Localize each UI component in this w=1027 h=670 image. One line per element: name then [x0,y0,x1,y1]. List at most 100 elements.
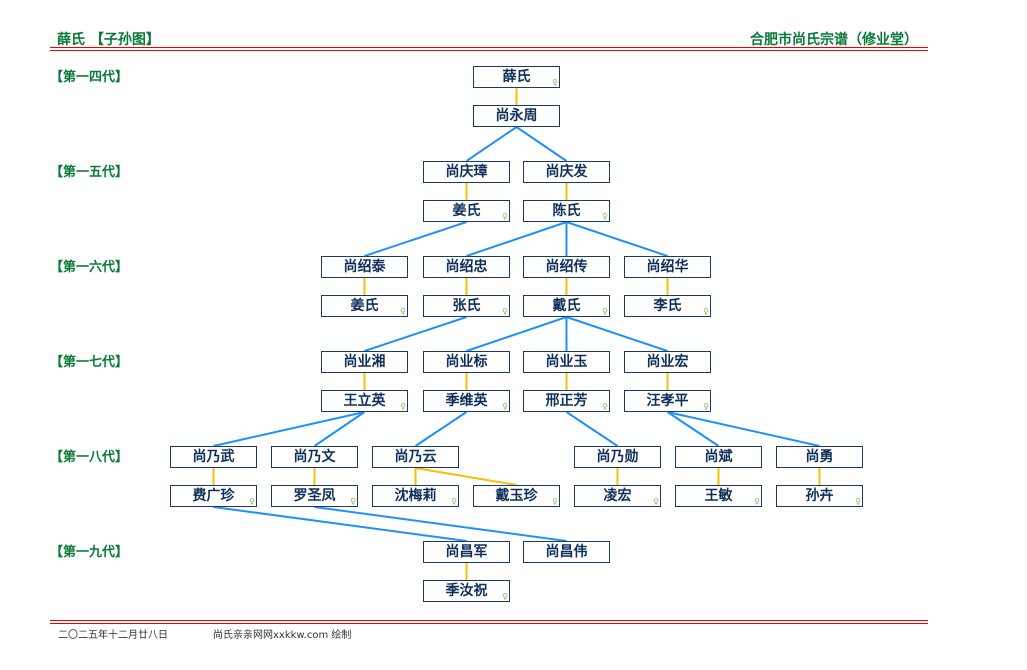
person-node[interactable]: 戴玉珍♀ [473,485,560,507]
person-node[interactable]: 罗圣凤♀ [271,485,358,507]
female-icon: ♀ [400,307,406,316]
child-connector [566,221,668,257]
person-name: 尚业宏 [646,354,689,370]
female-icon: ♀ [703,307,709,316]
person-name: 姜氏 [452,203,481,219]
child-connector [364,221,467,257]
female-icon: ♀ [502,402,508,411]
female-icon: ♀ [502,212,508,221]
child-connector [666,411,720,447]
person-node[interactable]: 薛氏♀ [473,66,560,88]
generation-label: 【第一五代】 [50,165,129,180]
chart-title: 薛氏 【子孙图】 [57,32,160,48]
child-connector [314,506,567,542]
child-connector [414,411,468,447]
person-node[interactable]: 费广珍♀ [170,485,257,507]
person-node[interactable]: 汪孝平 ♀ [624,390,711,412]
person-node[interactable]: 尚永周 [473,105,560,127]
generation-label: 【第一九代】 [50,545,129,560]
person-node[interactable]: 尚业宏 [624,351,711,373]
female-icon: ♀ [855,497,861,506]
child-connector [566,316,668,352]
person-node[interactable]: 凌宏♀ [574,485,661,507]
footer-rule [50,623,928,624]
person-name: 罗圣凤 [293,488,336,504]
generation-label: 【第一四代】 [50,70,129,85]
female-icon: ♀ [400,402,406,411]
person-name: 薛氏 [502,69,531,85]
child-connector [667,411,820,447]
person-name: 邢正芳 [545,393,588,409]
person-name: 沈梅莉 [394,488,437,504]
person-node[interactable]: 尚昌伟 [523,541,610,563]
person-node[interactable]: 王立英 ♀ [321,390,408,412]
person-name: 凌宏 [603,488,632,504]
footer-credit: 尚氏亲亲网网xxkkw.com 绘制 [213,630,352,641]
person-name: 尚绍华 [646,259,689,275]
person-name: 尚业玉 [545,354,588,370]
person-node[interactable]: 尚绍华 [624,256,711,278]
female-icon: ♀ [249,497,255,506]
person-name: 尚绍忠 [445,259,488,275]
female-icon: ♀ [602,307,608,316]
person-name: 汪孝平 [646,393,689,409]
person-node[interactable]: 尚勇 [776,446,863,468]
child-connector [465,126,518,162]
person-node[interactable]: 邢正芳♀ [523,390,610,412]
person-node[interactable]: 沈梅莉♀ [372,485,459,507]
person-node[interactable]: 季汝祝♀ [423,580,510,602]
person-node[interactable]: 尚绍忠 [423,256,510,278]
female-icon: ♀ [552,497,558,506]
person-node[interactable]: 尚乃武 [170,446,257,468]
person-name: 尚业湘 [343,354,386,370]
generation-label: 【第一六代】 [50,260,129,275]
person-name: 孙卉 [805,488,834,504]
footer-rule [50,620,928,621]
person-node[interactable]: 姜氏 ♀ [423,200,510,222]
female-icon: ♀ [602,212,608,221]
person-name: 尚庆发 [545,164,588,180]
person-node[interactable]: 尚乃文 [271,446,358,468]
person-name: 姜氏 [350,298,379,314]
person-name: 尚勇 [805,449,834,465]
generation-label: 【第一七代】 [50,355,129,370]
child-connector [364,316,467,352]
person-name: 张氏 [452,298,481,314]
person-node[interactable]: 尚绍传 [523,256,610,278]
header-rule [50,47,928,48]
person-node[interactable]: 孙卉 ♀ [776,485,863,507]
female-icon: ♀ [502,307,508,316]
person-node[interactable]: 尚昌军 [423,541,510,563]
child-connector [466,316,567,352]
person-node[interactable]: 尚业标 [423,351,510,373]
person-node[interactable]: 尚乃勋 [574,446,661,468]
person-name: 王立英 [343,393,386,409]
female-icon: ♀ [502,592,508,601]
female-icon: ♀ [703,402,709,411]
person-name: 尚乃云 [394,449,437,465]
person-node[interactable]: 姜氏 ♀ [321,295,408,317]
person-node[interactable]: 王敏♀ [675,485,762,507]
person-node[interactable]: 季维英♀ [423,390,510,412]
person-node[interactable]: 张氏 ♀ [423,295,510,317]
person-node[interactable]: 尚业玉 [523,351,610,373]
person-name: 尚绍传 [545,259,588,275]
person-node[interactable]: 李氏 ♀ [624,295,711,317]
person-node[interactable]: 尚绍泰 [321,256,408,278]
person-name: 尚乃武 [192,449,235,465]
person-node[interactable]: 尚庆发 [523,161,610,183]
person-node[interactable]: 尚业湘 [321,351,408,373]
child-connector [213,506,467,542]
person-name: 尚业标 [445,354,488,370]
person-node[interactable]: 戴氏♀ [523,295,610,317]
person-node[interactable]: 陈氏 ♀ [523,200,610,222]
person-name: 陈氏 [552,203,581,219]
child-connector [213,411,365,447]
person-name: 王敏 [704,488,733,504]
spouse-connector [415,467,517,486]
person-node[interactable]: 尚斌 [675,446,762,468]
person-name: 尚乃勋 [596,449,639,465]
person-node[interactable]: 尚乃云 [372,446,459,468]
person-node[interactable]: 尚庆璋 [423,161,510,183]
person-name: 李氏 [653,298,682,314]
